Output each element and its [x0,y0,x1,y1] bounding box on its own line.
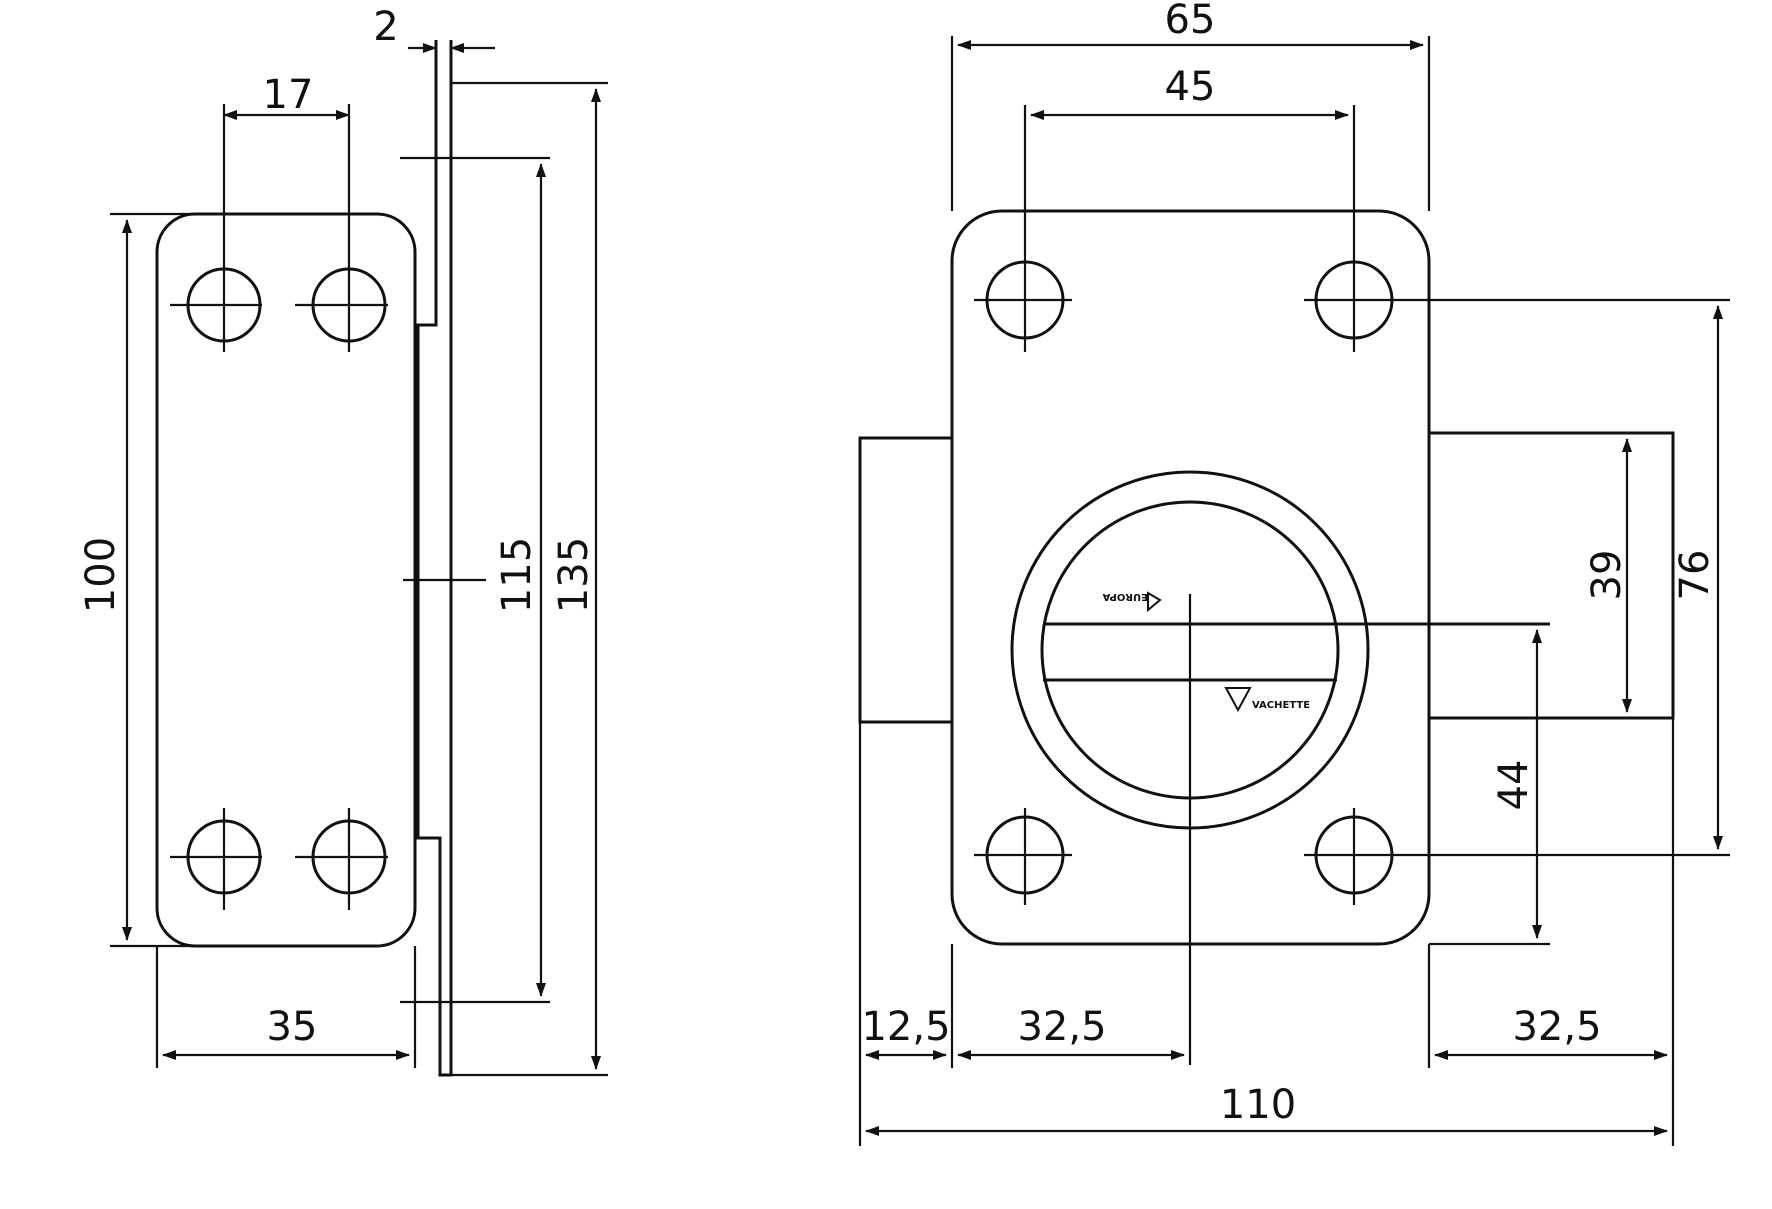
logo-bottom-icon [1224,687,1252,713]
dim-inner-height: 115 [400,156,550,1004]
side-hole-bottom-left [170,808,262,910]
dim-case-width-label: 65 [1165,0,1216,43]
front-hole-bottom-left [974,808,1072,905]
dim-center-height: 44 [1429,629,1550,946]
logo-top-label: EUROPA [1102,591,1148,602]
front-hole-top-left [974,250,1072,352]
dim-right-bolt: 32,5 [1434,1004,1668,1060]
dim-right-bolt-label: 32,5 [1512,1004,1601,1050]
dim-plate-width: 35 [155,946,417,1068]
side-holes [170,250,388,910]
front-hole-top-right [1304,210,1730,352]
logo-top: EUROPA [1102,591,1162,613]
logo-bottom: VACHETTE [1224,687,1310,713]
dim-left-center: 32,5 [957,1004,1185,1060]
side-view: 2 17 100 115 135 [78,4,608,1077]
dim-left-center-label: 32,5 [1017,1004,1106,1050]
dim-total-width-label: 110 [1220,1082,1296,1128]
dim-left-bolt-label: 12,5 [861,1004,950,1050]
dim-plate-height: 100 [78,212,200,948]
logo-top-icon [1147,591,1162,613]
side-hole-bottom-right [295,808,388,910]
dim-hole-spacing-side: 17 [222,72,351,250]
dim-hole-spacing-side-label: 17 [263,72,314,118]
logo-bottom-label: VACHETTE [1252,700,1310,711]
front-hole-bottom-right [1304,808,1730,905]
dim-total-height-label: 135 [551,537,597,613]
strike-profile [415,40,453,1077]
dim-center-height-label: 44 [1491,760,1537,811]
dim-hole-vertical: 76 [1672,305,1723,850]
dim-inner-height-label: 115 [494,537,540,613]
dim-thickness-label: 2 [373,4,398,50]
side-hole-top-left [170,250,262,352]
front-holes [974,210,1730,905]
front-view: EUROPA VACHETTE [858,0,1730,1146]
dim-case-width: 65 [950,0,1431,211]
dim-plate-height-label: 100 [78,537,124,613]
dim-bolt-height: 39 [1584,438,1632,713]
dim-thickness: 2 [373,4,495,100]
side-hole-top-right [295,250,388,352]
dim-hole-spacing-front: 45 [1023,64,1356,250]
dim-hole-spacing-front-label: 45 [1165,64,1216,110]
lock-left-keep [858,436,952,724]
dim-bolt-height-label: 39 [1584,550,1630,601]
dim-left-bolt: 12,5 [861,1004,951,1060]
dim-total-width: 110 [865,1082,1668,1136]
dim-plate-width-label: 35 [267,1004,318,1050]
dim-hole-vertical-label: 76 [1672,550,1718,601]
lock-right-bolt [1429,431,1675,720]
dim-total-height: 135 [451,81,608,1077]
